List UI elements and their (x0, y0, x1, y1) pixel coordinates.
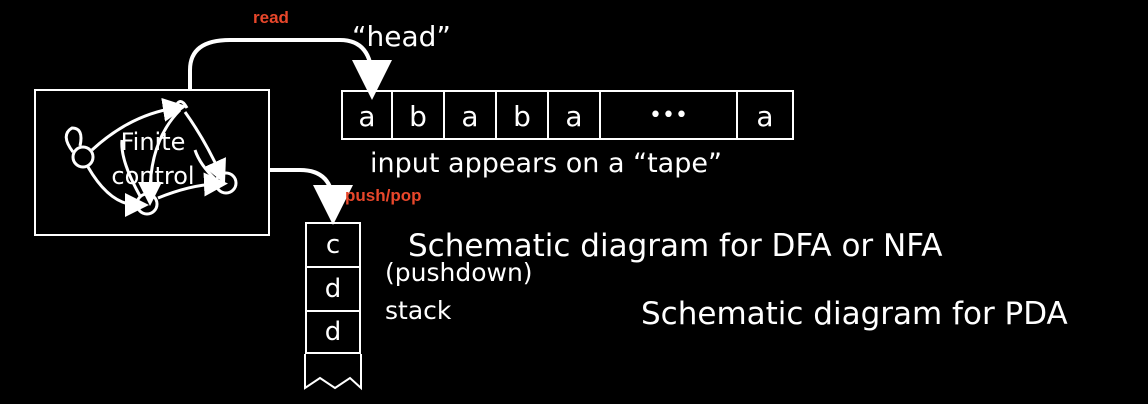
finite-control-line1: Finite (120, 128, 186, 156)
tape-cell: b (393, 92, 445, 138)
tape-cell: a (756, 100, 774, 133)
state-node (214, 171, 238, 195)
push-pop-label: push/pop (345, 186, 422, 205)
head-label: “head” (352, 20, 451, 53)
stack-label-stack: stack (385, 296, 452, 325)
tape-caption: input appears on a “tape” (370, 148, 722, 179)
automaton-sketch (64, 97, 238, 217)
pushdown-stack: c d d (305, 222, 361, 354)
push-pop-arrow (269, 168, 353, 225)
pda-caption: Schematic diagram for PDA (641, 296, 1068, 332)
stack-label-pushdown: (pushdown) (385, 258, 533, 287)
tape-cell: b (497, 92, 549, 138)
stack-cell: c (305, 222, 361, 266)
read-label: read (253, 8, 289, 27)
input-tape: a b a b a ••• a (341, 90, 794, 140)
tape-cell: a (549, 92, 601, 138)
tape-cell: a (445, 92, 497, 138)
finite-control-box (34, 89, 270, 236)
state-node (135, 192, 159, 216)
finite-control-label: Finite control (88, 125, 218, 193)
dfa-caption: Schematic diagram for DFA or NFA (408, 228, 943, 264)
stack-cell: d (305, 266, 361, 310)
tape-cell-ellipsis: ••• (601, 92, 738, 138)
stack-bottom (304, 354, 362, 391)
state-node (71, 145, 95, 169)
stack-cell: d (305, 310, 361, 354)
tape-cell: a (343, 92, 393, 138)
read-arrow (188, 38, 392, 100)
finite-control-line2: control (111, 162, 195, 190)
